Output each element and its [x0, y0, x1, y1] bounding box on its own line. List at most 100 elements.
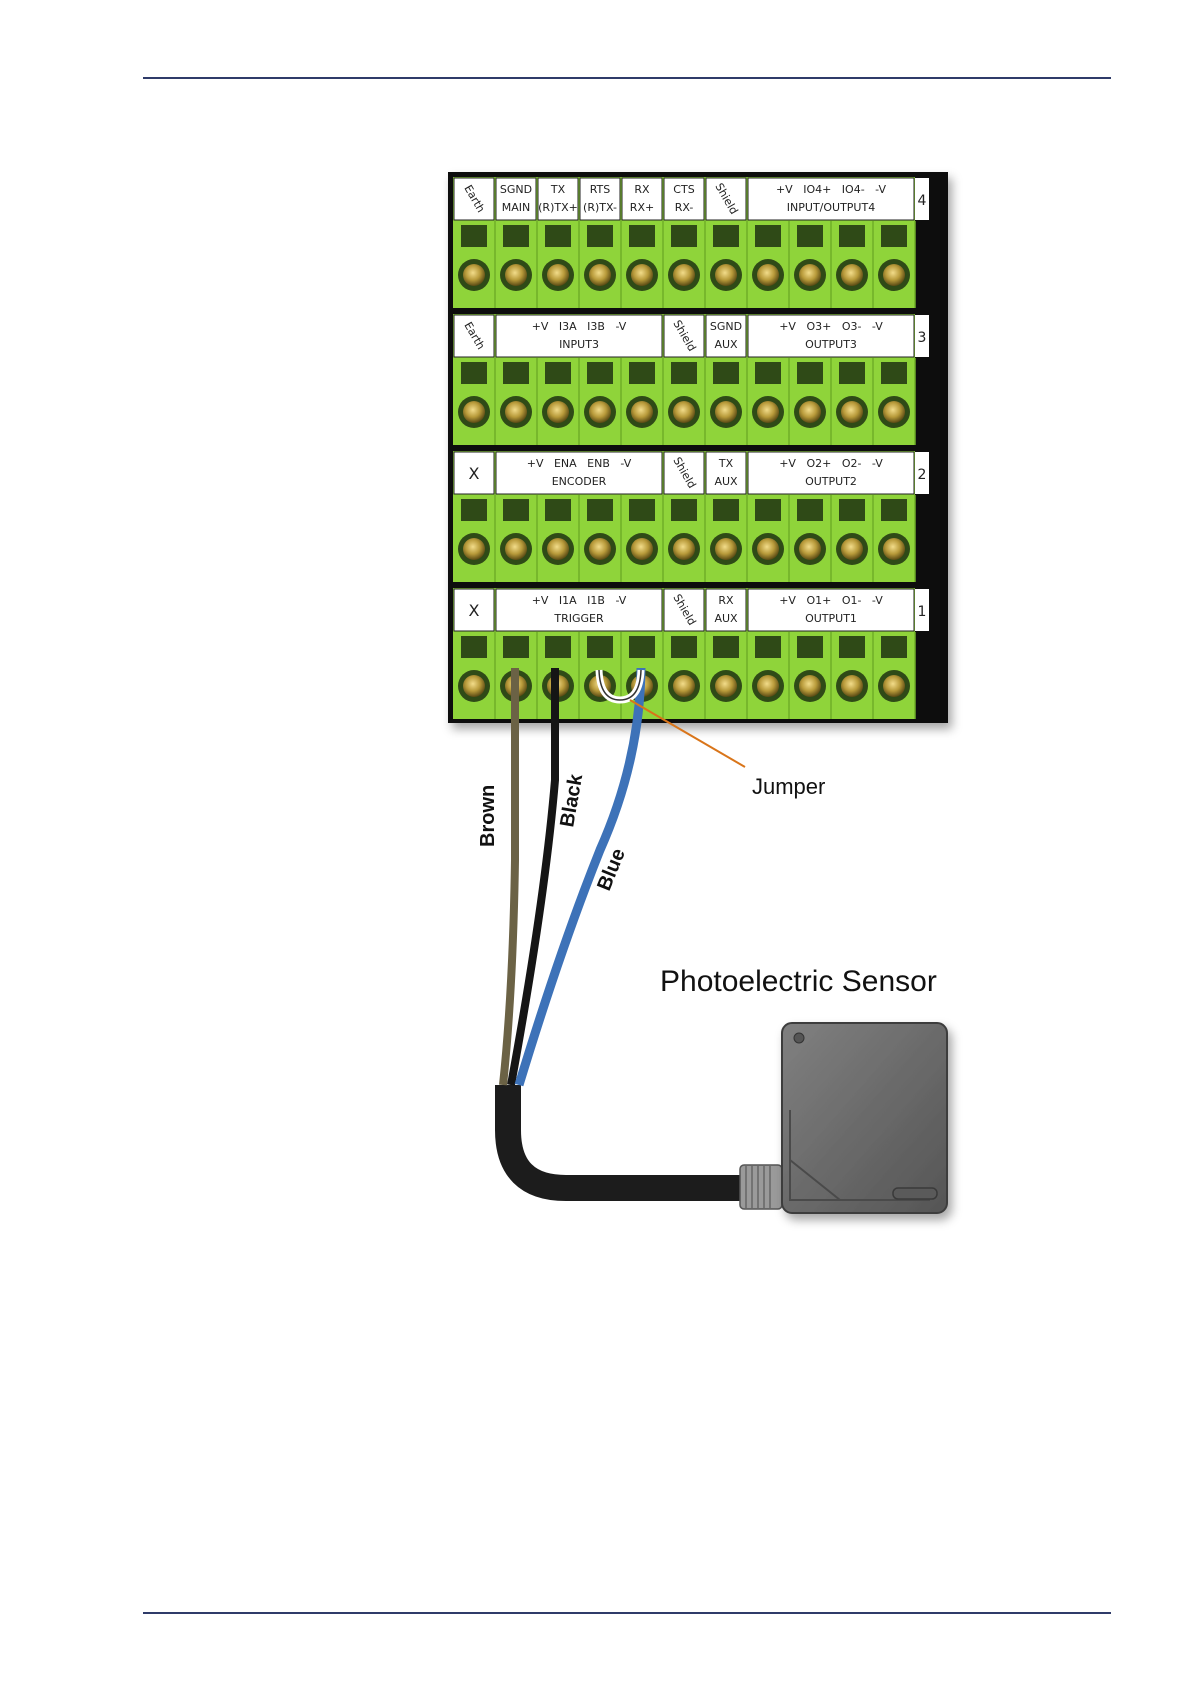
wire-entry-slot [755, 636, 781, 658]
row-number: 2 [918, 467, 927, 483]
brown-wire-label: Brown [477, 785, 499, 847]
screw-icon [883, 264, 905, 286]
screw-icon [883, 538, 905, 560]
screw-icon [631, 401, 653, 423]
terminal-label-cell [453, 451, 495, 495]
terminal-label-text: MAIN [502, 201, 531, 214]
wire-entry-slot [461, 225, 487, 247]
terminal-label-text: RTS [590, 183, 611, 196]
row-number-tab [915, 315, 929, 357]
terminal-label-cell [663, 588, 705, 632]
row-number: 3 [918, 330, 927, 346]
wire-entry-slot [755, 225, 781, 247]
terminal-label-text: (R)TX+ [538, 201, 578, 214]
sensor-bevel-corner [789, 1159, 841, 1201]
terminal-label-text: SGND [710, 320, 742, 333]
terminal-label-cell [747, 314, 915, 358]
wire-entry-slot [755, 499, 781, 521]
wire-entry-slot [713, 499, 739, 521]
wire-entry-slot [713, 636, 739, 658]
terminal-label-text: RX+ [630, 201, 654, 214]
wire-entry-slot [503, 362, 529, 384]
wire-entry-slot [713, 362, 739, 384]
terminal-label-text: OUTPUT2 [805, 475, 857, 488]
terminal-label-cell [705, 177, 747, 221]
wire-entry-slot [671, 362, 697, 384]
terminal-label-text: RX- [675, 201, 694, 214]
terminal-label-cell [705, 451, 747, 495]
terminal-label-cell [453, 588, 495, 632]
terminal-label-text: TX [550, 183, 566, 196]
wire-entry-slot [545, 362, 571, 384]
terminal-label-text: X [469, 601, 480, 620]
wire-entry-slot [545, 499, 571, 521]
screw-icon [799, 264, 821, 286]
row-number-tab [915, 452, 929, 494]
screw-icon [715, 675, 737, 697]
terminal-label-text: +V O1+ O1- -V [779, 594, 883, 607]
terminal-label-text: AUX [714, 612, 738, 625]
bottom-rule [143, 1612, 1111, 1614]
screw-icon [841, 675, 863, 697]
brown-wire [499, 668, 519, 1086]
screw-icon [505, 264, 527, 286]
terminal-label-cell [495, 177, 537, 221]
terminal-label-text: +V O3+ O3- -V [779, 320, 883, 333]
wire-entry-slot [545, 636, 571, 658]
screw-icon [841, 538, 863, 560]
black-wire-label: Black [556, 772, 587, 829]
terminal-label-text: +V IO4+ IO4- -V [776, 183, 887, 196]
screw-icon [715, 538, 737, 560]
wire-entry-slot [797, 225, 823, 247]
wire-entry-slot [587, 362, 613, 384]
screw-icon [841, 264, 863, 286]
wire-entry-slot [713, 225, 739, 247]
terminal-label-cell [663, 177, 705, 221]
wire-entry-slot [629, 225, 655, 247]
sensor-cables [495, 667, 748, 1201]
screw-icon [547, 401, 569, 423]
wire-entry-slot [629, 499, 655, 521]
sensor-indicator-slot [892, 1187, 938, 1200]
photoelectric-sensor [739, 1022, 948, 1214]
screw-icon [715, 401, 737, 423]
wire-entry-slot [839, 499, 865, 521]
top-rule [143, 77, 1111, 79]
terminal-label-text: (R)TX- [583, 201, 617, 214]
screw-icon [589, 264, 611, 286]
terminal-label-text: SGND [500, 183, 532, 196]
terminal-label-cell [747, 177, 915, 221]
row-number: 1 [918, 604, 927, 620]
terminal-label-cell [663, 451, 705, 495]
jumper-label: Jumper [752, 774, 825, 799]
wire-entry-slot [881, 499, 907, 521]
sensor-mount-hole [793, 1032, 805, 1044]
sensor-label: Photoelectric Sensor [660, 965, 937, 998]
screw-icon [463, 675, 485, 697]
terminal-label-cell [495, 588, 663, 632]
screw-icon [589, 401, 611, 423]
screw-icon [547, 538, 569, 560]
wire-entry-slot [461, 362, 487, 384]
terminal-label-cell [663, 314, 705, 358]
screw-icon [841, 401, 863, 423]
wire-entry-slot [755, 362, 781, 384]
wire-entry-slot [839, 636, 865, 658]
wire-entry-slot [881, 225, 907, 247]
terminal-label-cell [705, 588, 747, 632]
terminal-label-cell [747, 451, 915, 495]
wire-entry-slot [671, 636, 697, 658]
wire-entry-slot [503, 499, 529, 521]
screw-icon [463, 538, 485, 560]
terminal-label-text: X [469, 464, 480, 483]
terminal-label-cell [453, 314, 495, 358]
screw-icon [673, 675, 695, 697]
terminal-label-cell [495, 314, 663, 358]
terminal-label-cell [495, 451, 663, 495]
screw-icon [757, 538, 779, 560]
terminal-label-cell [621, 177, 663, 221]
wire-entry-slot [671, 225, 697, 247]
